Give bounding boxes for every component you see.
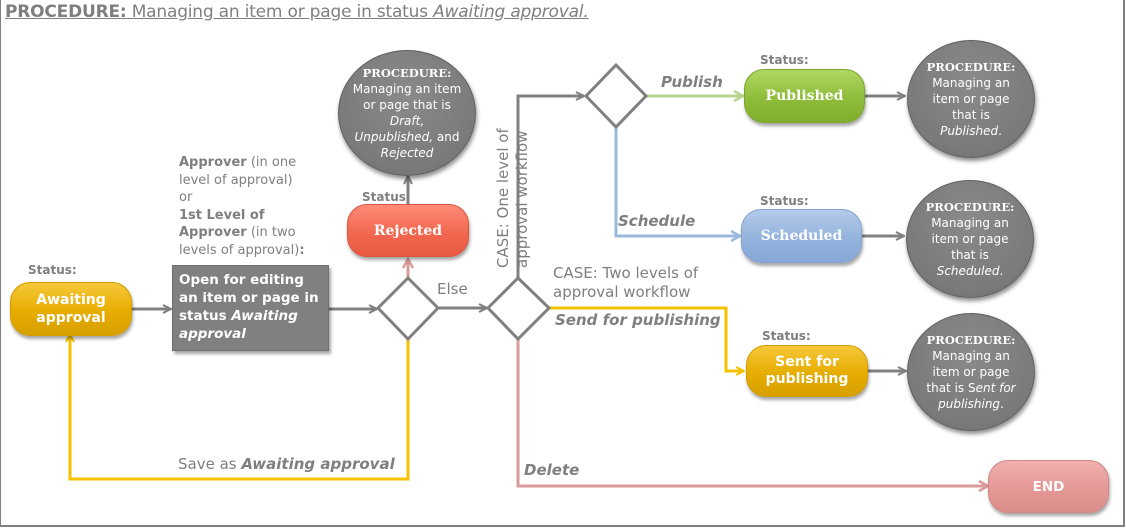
title-text: Managing an item or page in status bbox=[126, 2, 434, 22]
decision-diamond-publish-schedule bbox=[583, 62, 649, 130]
edge-case-one-level bbox=[516, 96, 584, 278]
edge-label-delete: Delete bbox=[524, 461, 580, 479]
decision-diamond-workflow-case bbox=[485, 275, 552, 342]
procedure-sent-for-publishing[interactable]: PROCEDURE: Managing an item or page that… bbox=[907, 313, 1035, 431]
procedure-and: and bbox=[433, 130, 460, 144]
edge-label-send-for-publishing: Send for publishing bbox=[555, 311, 721, 329]
open-box-status: Awaiting approval bbox=[179, 308, 298, 342]
decision-diamond-approver bbox=[375, 275, 441, 342]
status-label-sent: Status: bbox=[762, 329, 811, 343]
end-terminal[interactable]: END bbox=[988, 460, 1109, 513]
procedure-status-sent: ent for bbox=[975, 381, 1016, 395]
procedure-heading: PROCEDURE: bbox=[925, 200, 1015, 214]
end-label: END bbox=[1032, 478, 1065, 495]
approver-colon: : bbox=[299, 242, 305, 258]
procedure-status-unpublished: Unpublished, bbox=[354, 130, 434, 144]
first-level-scope: (in two levels of approval) bbox=[179, 225, 300, 258]
approver-scope: (in one level of approval) bbox=[179, 155, 297, 188]
edge-delete bbox=[516, 339, 988, 486]
status-label-rejected: Status: bbox=[362, 190, 411, 204]
procedure-status-scheduled: Scheduled bbox=[936, 264, 1000, 278]
awaiting-line2: approval bbox=[36, 310, 106, 326]
open-box-text: Open for editing an item or page in stat… bbox=[179, 272, 319, 324]
case-one-line2: approval workflow bbox=[513, 130, 531, 268]
status-awaiting-approval[interactable]: Awaiting approval bbox=[10, 282, 132, 336]
case-two-line2: approval workflow bbox=[553, 283, 691, 301]
procedure-line: Managing an bbox=[932, 349, 1010, 363]
procedure-tail: . bbox=[999, 264, 1004, 278]
save-as-status: Awaiting approval bbox=[241, 455, 395, 473]
save-as-prefix: Save as bbox=[178, 455, 242, 473]
procedure-line: item or page bbox=[932, 92, 1010, 106]
procedure-line: item or page bbox=[931, 232, 1009, 246]
procedure-status-published: Published bbox=[940, 124, 999, 138]
title-status: Awaiting approval. bbox=[433, 2, 589, 22]
edge-label-save-as-awaiting: Save as Awaiting approval bbox=[178, 455, 395, 473]
scheduled-label: Scheduled bbox=[760, 228, 843, 244]
procedure-line: or page that is bbox=[363, 98, 451, 112]
procedure-tail: . bbox=[998, 124, 1002, 138]
page-title: PROCEDURE: Managing an item or page in s… bbox=[5, 2, 589, 22]
procedure-status-publishing: publishing bbox=[938, 397, 1001, 411]
edge-send-for-publishing bbox=[549, 306, 744, 371]
procedure-tail: . bbox=[1000, 397, 1004, 411]
status-published[interactable]: Published bbox=[744, 69, 865, 123]
edge-label-publish: Publish bbox=[661, 73, 723, 91]
edge-label-else: Else bbox=[437, 280, 468, 298]
procedure-scheduled[interactable]: PROCEDURE: Managing an item or page that… bbox=[906, 180, 1034, 298]
procedure-draft-unpublished-rejected[interactable]: PROCEDURE: Managing an item or page that… bbox=[338, 50, 476, 176]
rejected-label: Rejected bbox=[373, 222, 443, 239]
case-one-line1: CASE: One level of bbox=[494, 128, 512, 268]
procedure-line: Managing an bbox=[931, 216, 1009, 230]
action-open-for-editing[interactable]: Open for editing an item or page in stat… bbox=[172, 265, 329, 351]
status-label-awaiting: Status: bbox=[28, 263, 77, 277]
approver-role-note: Approver (in one level of approval) or 1… bbox=[179, 154, 309, 259]
procedure-heading: PROCEDURE: bbox=[362, 66, 452, 80]
status-label-scheduled: Status: bbox=[760, 194, 809, 208]
procedure-status-draft: Draft, bbox=[389, 114, 425, 128]
procedure-line: Managing an bbox=[932, 76, 1010, 90]
procedure-line: that is bbox=[951, 248, 989, 262]
status-rejected[interactable]: Rejected bbox=[347, 204, 469, 257]
approver-or: or bbox=[179, 190, 193, 205]
approver-label: Approver bbox=[179, 155, 247, 170]
awaiting-line1: Awaiting bbox=[36, 292, 106, 308]
procedure-heading: PROCEDURE: bbox=[926, 60, 1016, 74]
edge-label-schedule: Schedule bbox=[618, 212, 696, 230]
edge-label-case-two-levels: CASE: Two levels of approval workflow bbox=[553, 264, 698, 302]
procedure-published[interactable]: PROCEDURE: Managing an item or page that… bbox=[907, 40, 1035, 158]
published-label: Published bbox=[765, 88, 844, 104]
procedure-status-rejected: Rejected bbox=[380, 146, 434, 160]
procedure-line: that is S bbox=[926, 381, 976, 395]
edge-save-as-awaiting bbox=[70, 334, 410, 481]
procedure-heading: PROCEDURE: bbox=[926, 333, 1016, 347]
procedure-line: that is bbox=[952, 108, 990, 122]
title-prefix: PROCEDURE: bbox=[5, 2, 127, 22]
case-two-line1: CASE: Two levels of bbox=[553, 264, 699, 282]
edge-label-case-one-level: CASE: One level of approval workflow bbox=[494, 128, 532, 268]
sent-line1: Sent for bbox=[775, 354, 839, 370]
first-level-approver-label: 1st Level of Approver bbox=[179, 207, 265, 241]
edge-schedule bbox=[614, 127, 740, 236]
procedure-line: item or page bbox=[932, 365, 1010, 379]
sent-line2: publishing bbox=[765, 371, 849, 387]
procedure-line: Managing an item bbox=[352, 82, 462, 96]
status-label-published: Status: bbox=[760, 53, 809, 67]
status-scheduled[interactable]: Scheduled bbox=[741, 209, 862, 263]
